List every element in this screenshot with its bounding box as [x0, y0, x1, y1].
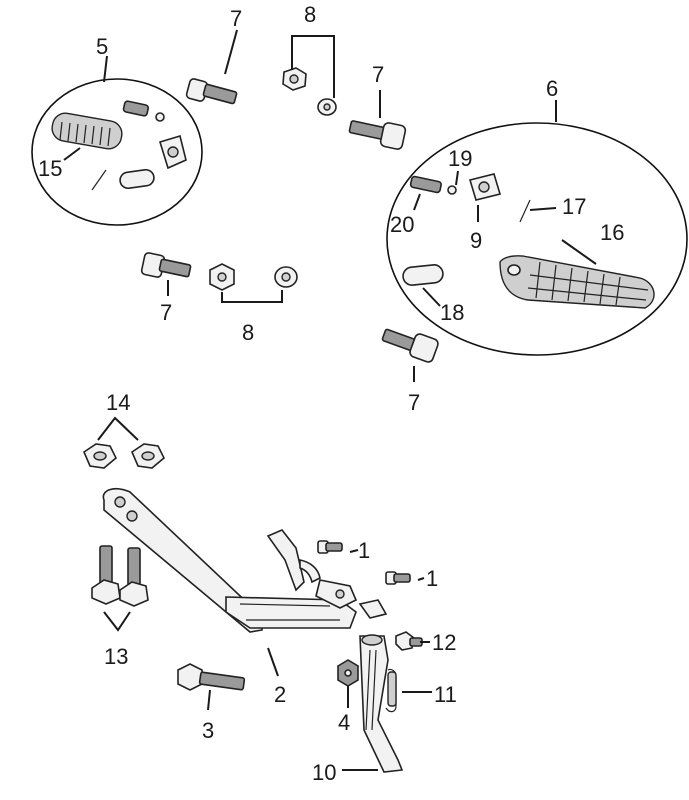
bolt-3	[177, 663, 246, 691]
nut-8-mid	[209, 263, 235, 291]
callout-8-top: 8	[304, 2, 316, 27]
right-ball-19	[447, 185, 457, 195]
callout-7-lower-right: 7	[408, 390, 420, 415]
right-spring-20	[409, 175, 442, 194]
right-footpeg-16	[499, 255, 655, 309]
callout-20: 20	[390, 212, 414, 237]
right-cotter-pin-17	[519, 199, 531, 223]
callout-2: 2	[274, 682, 286, 707]
bolt-12	[395, 631, 423, 651]
left-footpeg-inset	[31, 78, 203, 226]
left-footpeg-15	[51, 112, 123, 150]
footpeg-bracket-2	[102, 488, 388, 633]
left-bracket-hole	[167, 146, 179, 158]
nut-4	[337, 659, 359, 687]
callout-7-top-right: 7	[372, 62, 384, 87]
callout-5: 5	[96, 34, 108, 59]
callout-17: 17	[562, 194, 586, 219]
callout-4: 4	[338, 710, 350, 735]
left-pin	[119, 168, 155, 190]
callout-9: 9	[470, 228, 482, 253]
callout-7-top-left: 7	[230, 6, 242, 31]
callout-6: 6	[546, 76, 558, 101]
right-footpeg-inset	[386, 122, 688, 356]
side-stand-10	[359, 634, 404, 773]
bolt-7-top-right	[348, 120, 407, 150]
leader-lines	[63, 29, 597, 771]
bolt-1-lower	[385, 571, 411, 585]
callout-8-mid: 8	[242, 320, 254, 345]
callout-16: 16	[600, 220, 624, 245]
callout-11: 11	[434, 682, 457, 707]
spring-11	[385, 668, 397, 713]
right-bracket-hole	[478, 181, 490, 193]
callout-1-lower: 1	[426, 566, 438, 591]
washer-8-mid	[274, 266, 298, 288]
callout-18: 18	[440, 300, 464, 325]
left-ball	[155, 112, 165, 122]
bolts-13	[91, 545, 149, 607]
callout-1-upper: 1	[358, 538, 370, 563]
callout-12: 12	[432, 630, 456, 655]
callout-14: 14	[106, 390, 130, 415]
bolt-7-mid-left	[140, 252, 192, 278]
callout-10: 10	[312, 760, 336, 785]
bolt-7-top-left	[185, 78, 238, 105]
flange-nuts-14	[83, 443, 165, 469]
callout-15: 15	[38, 156, 62, 181]
callout-3: 3	[202, 718, 214, 743]
nut-8-top	[282, 67, 307, 91]
washer-8-top	[317, 98, 337, 116]
callout-13: 13	[104, 644, 128, 669]
left-spring	[122, 100, 150, 117]
callout-19: 19	[448, 146, 472, 171]
callout-7-mid-left: 7	[160, 300, 172, 325]
right-pin-18	[402, 264, 444, 286]
left-cotter-pin	[91, 169, 107, 191]
bolt-7-lower-right	[381, 328, 439, 363]
bolt-1-upper	[317, 540, 343, 554]
